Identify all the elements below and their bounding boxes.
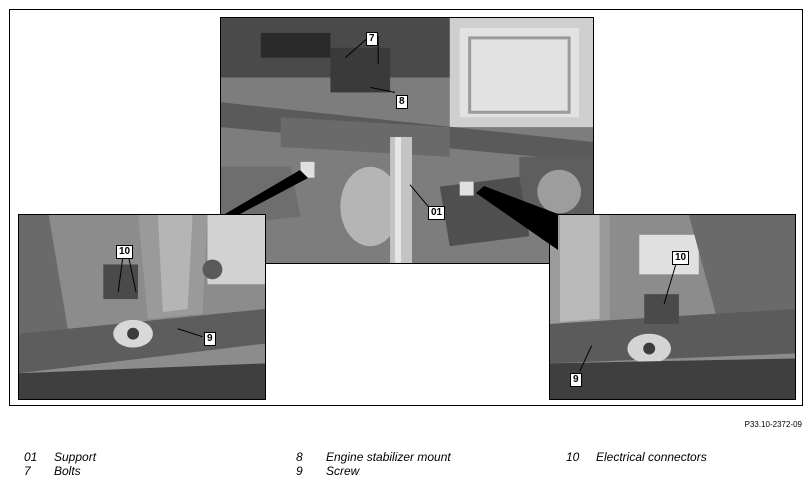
figure-reference: P33.10-2372-09	[744, 420, 802, 429]
legend-label: Electrical connectors	[596, 450, 707, 464]
legend-label: Screw	[326, 464, 360, 478]
callout-9-left: 9	[204, 332, 216, 346]
left-detail-photo: 10 9	[18, 214, 266, 400]
callout-9-right: 9	[570, 373, 582, 387]
legend-label: Engine stabilizer mount	[326, 450, 451, 464]
callout-7: 7	[366, 32, 378, 46]
figure-frame: 7 8 01 10 9	[9, 9, 803, 406]
main-photo-engine-underside: 7 8 01	[220, 17, 594, 264]
callout-10-left: 10	[116, 245, 134, 259]
legend-number: 01	[24, 450, 38, 464]
callout-10-right: 10	[672, 251, 690, 265]
legend-number: 7	[24, 464, 31, 478]
legend-number: 9	[296, 464, 303, 478]
callout-8: 8	[396, 95, 408, 109]
legend: 01 Support 7 Bolts 8 Engine stabilizer m…	[0, 448, 812, 482]
legend-label: Support	[54, 450, 97, 464]
legend-number: 10	[566, 450, 580, 464]
legend-label: Bolts	[54, 464, 81, 478]
callout-01: 01	[428, 206, 446, 220]
legend-number: 8	[296, 450, 303, 464]
right-detail-photo: 10 9	[549, 214, 796, 400]
